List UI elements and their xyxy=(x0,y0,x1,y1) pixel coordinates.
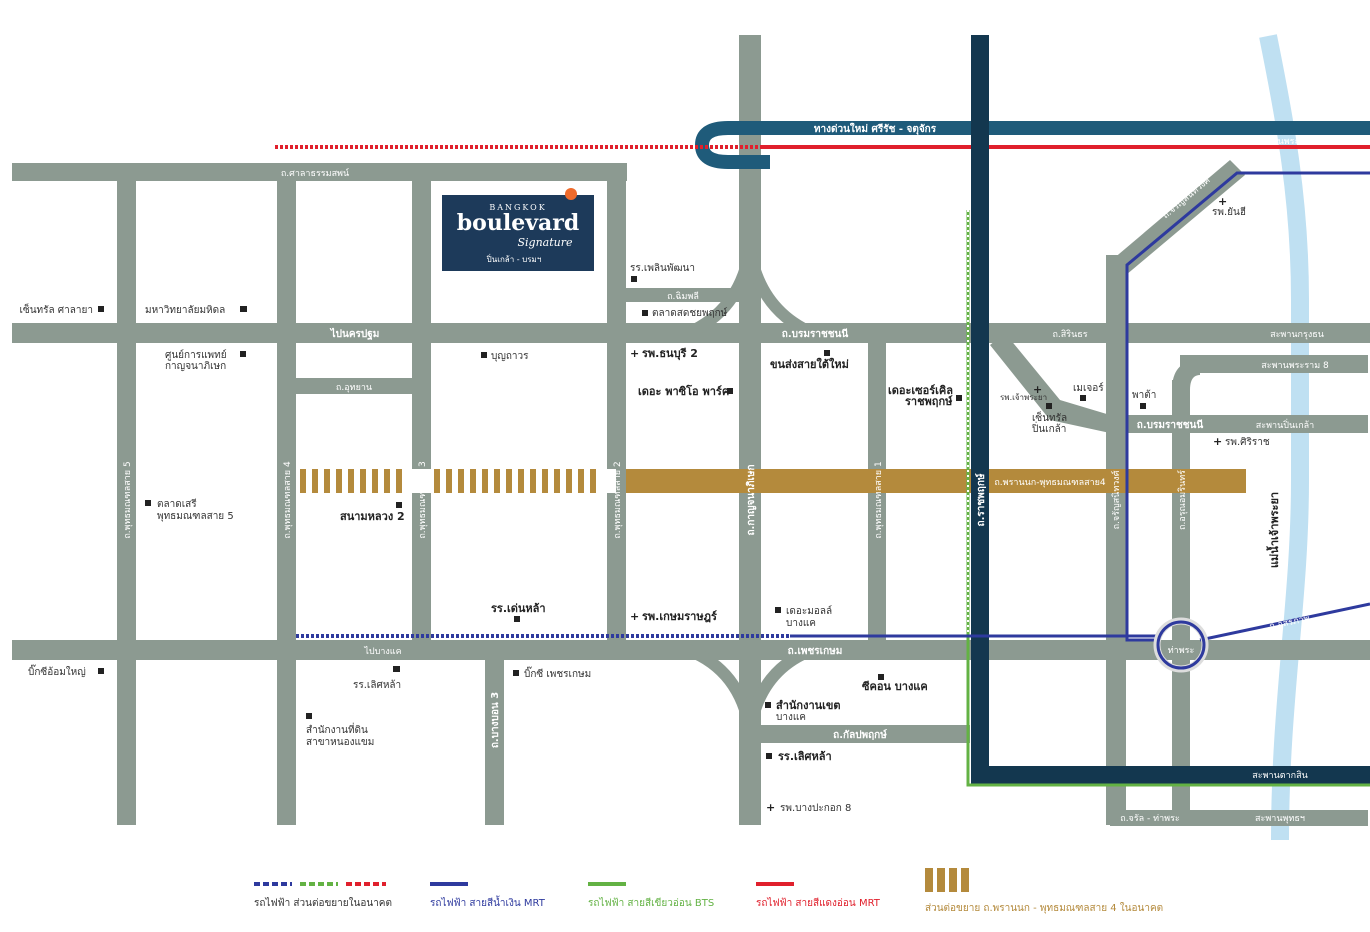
place-mahidol: มหาวิทยาลัยมหิดล xyxy=(145,305,225,316)
bts-green-line xyxy=(966,210,1370,787)
legend-red: รถไฟฟ้า สายสีแดงอ่อน MRT xyxy=(756,897,881,909)
place-the-mall-2: บางแค xyxy=(786,618,816,629)
road-sirindhorn: ถ.สิรินธร xyxy=(1052,329,1087,340)
road-ratchaphruek: ถ.ราชพฤกษ์ xyxy=(975,473,987,526)
road-tha-phra: ถ.จรัล - ท่าพระ xyxy=(1120,814,1180,824)
bridge-taksin: สะพานตากสิน xyxy=(1252,770,1307,781)
icon-plus-bangpakok: + xyxy=(766,801,775,814)
bridge-rama7: สะพานพระราม 7 xyxy=(1256,137,1323,147)
icon-plus-sriwichai: + xyxy=(1033,383,1042,396)
project-logo[interactable]: BANGKOK boulevard Signature ปิ่นเกล้า - … xyxy=(442,188,594,271)
place-paseo: เดอะ พาซิโอ พาร์ค xyxy=(638,384,729,398)
road-salathammasop: ถ.ศาลาธรรมสพน์ xyxy=(281,167,349,179)
road-labels: ถ.ศาลาธรรมสพน์ ไปนครปฐม ถ.บรมราชชนนี ถ.ส… xyxy=(123,122,1329,824)
road-borommaratchachonnani: ถ.บรมราชชนนี xyxy=(782,328,849,340)
place-land-office-2: สาขาหนองแขม xyxy=(306,737,374,748)
place-sriwichai: รพ.เจ้าพระยา xyxy=(1000,393,1047,402)
river-label: แม่น้ำเจ้าพระยา xyxy=(1266,492,1281,568)
legend-green: รถไฟฟ้า สายสีเขียวอ่อน BTS xyxy=(588,897,714,909)
place-bunyawat: บุญถาวร xyxy=(491,351,529,362)
icon-plus-thonburi2: + xyxy=(630,347,639,360)
expressway-label: ทางด่วนใหม่ ศรีรัช - จตุจักร xyxy=(814,122,937,135)
road-kanchanaphisek: ถ.กาญจนาภิเษก xyxy=(745,464,757,535)
brand-top: BANGKOK xyxy=(489,203,546,212)
place-yanhee: รพ.ยันฮี xyxy=(1212,206,1246,218)
place-school-dentlo: รร.เด่นหล้า xyxy=(491,602,546,615)
brand-sub: ปิ่นเกล้า - บรมฯ xyxy=(486,253,541,264)
place-land-office: สำนักงานที่ดิน xyxy=(306,722,368,736)
icon-plus-siriraj: + xyxy=(1213,435,1222,448)
tha-phra-label: ท่าพระ xyxy=(1168,646,1195,656)
road-nakhon-pathom: ไปนครปฐม xyxy=(330,327,380,340)
place-seacon: ซีคอน บางแค xyxy=(862,680,928,693)
mrt-purple-line xyxy=(971,35,1370,784)
place-big-c-omyai: บิ๊กซีอ้อมใหญ่ xyxy=(28,664,86,678)
place-central-salaya: เซ็นทรัล ศาลายา xyxy=(20,302,94,316)
bridge-phut: สะพานพุทธฯ xyxy=(1255,814,1305,824)
place-circle-ratchaphruek-2: ราชพฤกษ์ xyxy=(905,395,953,408)
future-extension-corridor xyxy=(296,469,1246,493)
road-udomsuk: ถ.อุทยาน xyxy=(336,383,372,393)
place-southern-bus: ขนส่งสายใต้ใหม่ xyxy=(770,357,849,371)
place-district-office-2: บางแค xyxy=(776,712,806,723)
road-phutthamonthon-5: ถ.พุทธมณฑลสาย 5 xyxy=(123,461,133,538)
mrt-blue-line xyxy=(1125,171,1370,642)
road-liap-khlong: ถ.เลียบคลองบางกอกน้อย xyxy=(1071,136,1169,147)
place-circle-ratchaphruek: เดอะเซอร์เคิล xyxy=(888,384,953,397)
place-school-loetla-2: รร.เลิศหล้า xyxy=(778,750,832,763)
place-district-office: สำนักงานเขต xyxy=(776,699,841,712)
legend: รถไฟฟ้า ส่วนต่อขยายในอนาคต รถไฟฟ้า สายสี… xyxy=(254,868,1163,914)
bridge-krung-thon: สะพานกรุงธน xyxy=(1270,330,1324,340)
legend-blue: รถไฟฟ้า สายสีน้ำเงิน MRT xyxy=(430,895,546,909)
place-kasemrad: รพ.เกษมราษฎร์ xyxy=(642,610,717,623)
place-pata: พาต้า xyxy=(1132,389,1156,401)
place-bangpakok: รพ.บางปะกอก 8 xyxy=(780,803,851,814)
road-phutthamonthon-2: ถ.พุทธมณฑลสาย 2 xyxy=(613,461,623,538)
road-phutthamonthon-4: ถ.พุทธมณฑลสาย 4 xyxy=(283,461,293,539)
road-charan: ถ.จรัญสนิทวงศ์ xyxy=(1110,470,1122,529)
road-arun-amarin: ถ.อรุณอมรินทร์ xyxy=(1176,470,1188,530)
interchange-loops xyxy=(685,248,815,732)
road-bangbon3: ถ.บางบอน 3 xyxy=(490,692,501,748)
icon-plus-kasemrad: + xyxy=(630,610,639,623)
place-market-phuttha-2: พุทธมณฑลสาย 5 xyxy=(157,511,234,522)
mrt-blue-line-3 xyxy=(1199,602,1370,642)
place-central-pinklao: เซ็นทรัล xyxy=(1032,410,1067,424)
road-phutthamonthon-1: ถ.พุทธมณฑลสาย 1 xyxy=(874,461,884,538)
brand-main: boulevard xyxy=(457,210,579,236)
place-central-pinklao-2: ปิ่นเกล้า xyxy=(1031,421,1066,435)
brand-script: Signature xyxy=(517,236,573,249)
places: เซ็นทรัล ศาลายา มหาวิทยาลัยมหิดล ศูนย์กา… xyxy=(20,195,1270,814)
place-raweewat: รร.เพลินพัฒนา xyxy=(630,263,695,274)
place-thonburi2: รพ.ธนบุรี 2 xyxy=(642,347,698,361)
road-phutthamonthon-3: ถ.พุทธมณฑลสาย 3 xyxy=(418,461,428,538)
chao-phraya-river xyxy=(1259,34,1309,841)
place-major: เมเจอร์ xyxy=(1073,382,1104,394)
legend-future: รถไฟฟ้า ส่วนต่อขยายในอนาคต xyxy=(254,897,392,909)
place-market-chimphli: ตลาดสดชยพฤกษ์ xyxy=(652,307,728,319)
extension-label: ถ.พรานนก-พุทธมณฑลสาย4 xyxy=(994,478,1106,488)
place-medical-center-2: กาญจนาภิเษก xyxy=(165,361,226,372)
road-phetkasem: ถ.เพชรเกษม xyxy=(788,646,843,657)
place-sanam-luang2: สนามหลวง 2 xyxy=(340,510,405,523)
place-siriraj: รพ.ศิริราช xyxy=(1225,437,1270,448)
place-school-loetla: รร.เลิศหล้า xyxy=(353,679,401,691)
place-market-phuttha: ตลาดเสรี xyxy=(157,498,197,510)
road-bang-khae: ไปบางแค xyxy=(363,646,401,657)
road-kanlapaphruek: ถ.กัลปพฤกษ์ xyxy=(833,729,887,741)
place-the-mall: เดอะมอลล์ xyxy=(786,605,832,617)
road-network xyxy=(12,35,1370,826)
project-location-dot xyxy=(565,188,577,200)
bridge-pinklao: สะพานปิ่นเกล้า xyxy=(1256,418,1314,431)
icon-plus-yanhee: + xyxy=(1218,195,1227,208)
place-big-c-phet: บิ๊กซี เพชรเกษม xyxy=(524,666,591,680)
road-borommaratchachonnani-2: ถ.บรมราชชนนี xyxy=(1137,419,1204,431)
bridge-rama8: สะพานพระราม 8 xyxy=(1261,361,1329,371)
place-medical-center: ศูนย์การแพทย์ xyxy=(165,349,227,361)
road-chimphli: ถ.ฉิมพลี xyxy=(667,291,699,302)
legend-gold: ส่วนต่อขยาย ถ.พรานนก - พุทธมณฑลสาย 4 ในอ… xyxy=(925,902,1163,914)
